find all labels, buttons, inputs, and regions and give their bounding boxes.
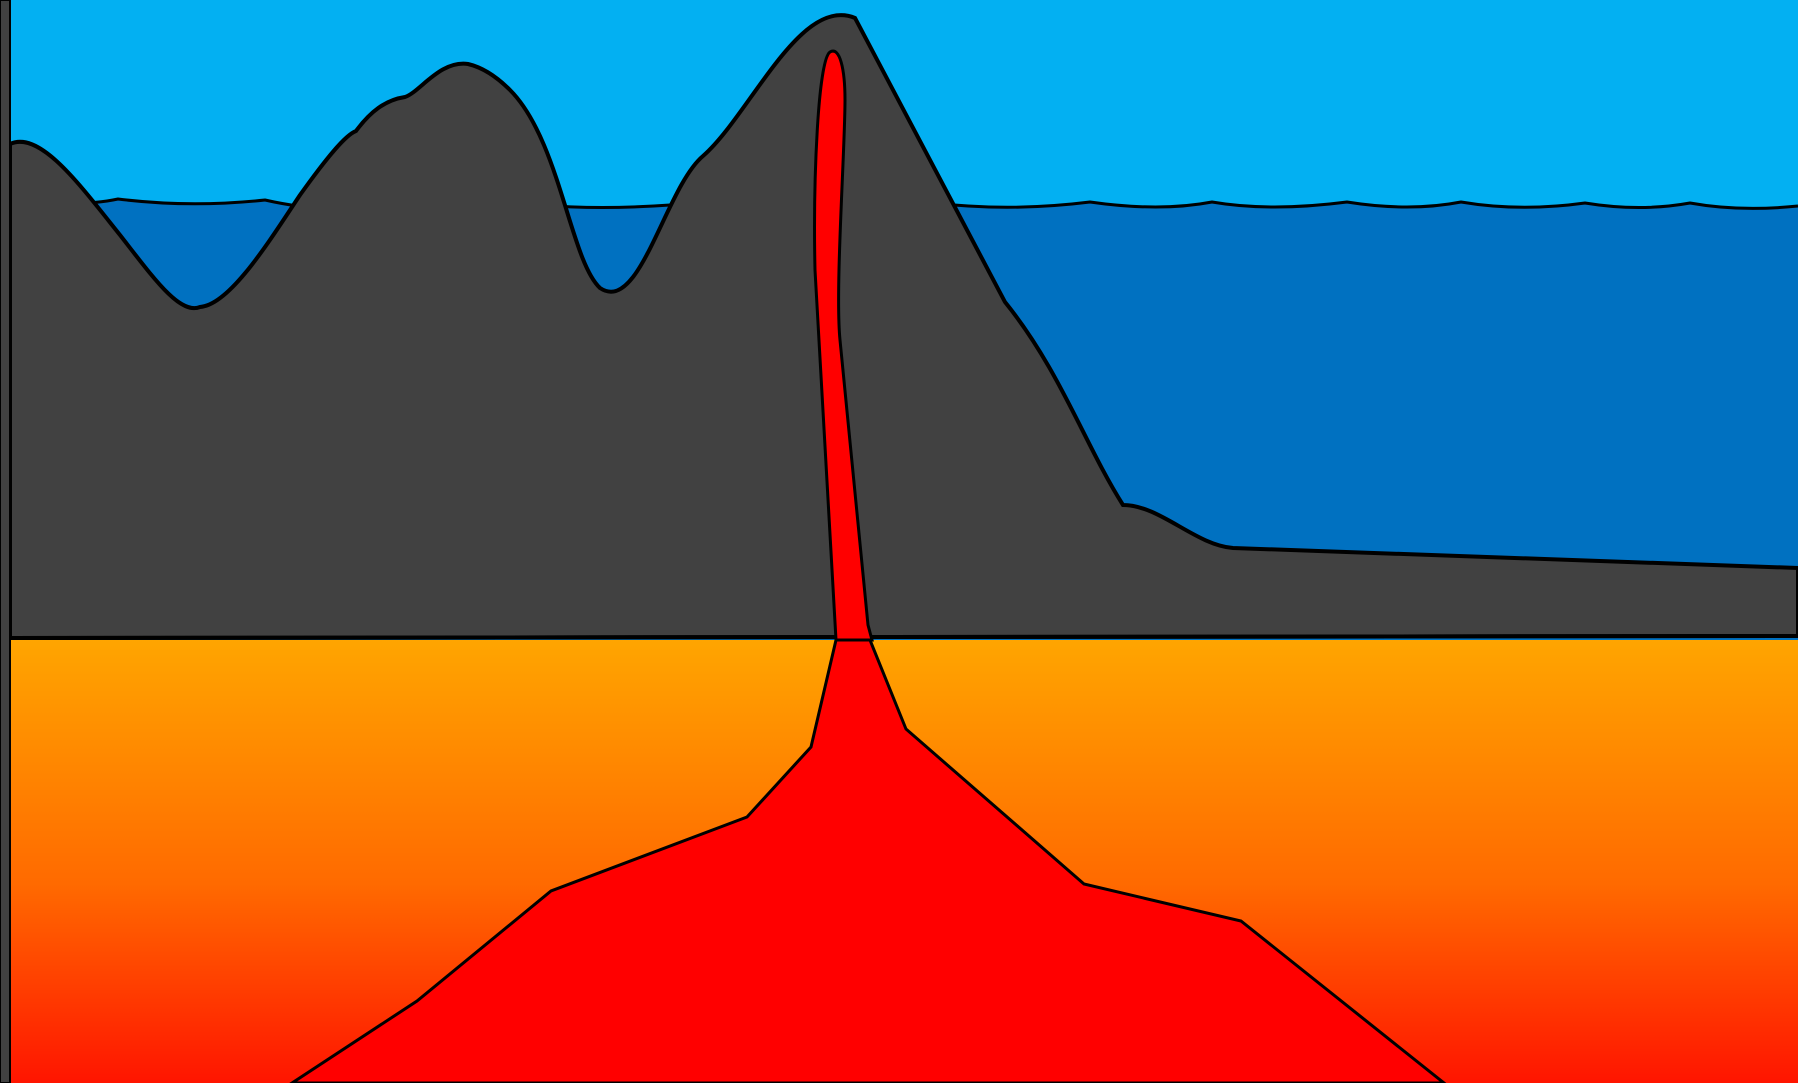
crust-mantle-boundary bbox=[10, 636, 1798, 638]
left-frame-edge bbox=[0, 0, 10, 1083]
